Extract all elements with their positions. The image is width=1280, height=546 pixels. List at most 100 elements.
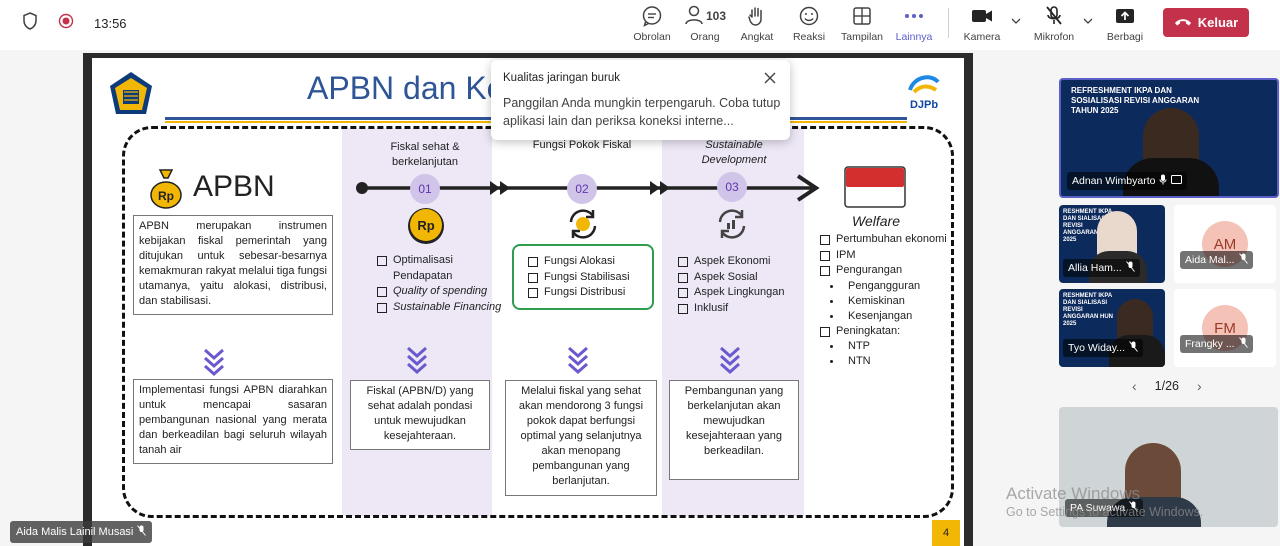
slide-page-number: 4 (932, 520, 960, 546)
screen-share-icon (1171, 175, 1183, 187)
participant-tile[interactable]: AM Aida Mal... (1174, 205, 1276, 283)
share-button[interactable]: Berbagi (1095, 4, 1155, 43)
toolbar-left: 13:56 (22, 12, 127, 35)
grid-icon (832, 4, 892, 28)
participant-tile[interactable]: RESHMENT IKPA DAN SIALISASI REVISI ANGGA… (1059, 289, 1165, 367)
col3-heading: Sustainable Development (701, 139, 767, 166)
indonesia-flag-icon (844, 166, 906, 208)
people-count: 103 (705, 9, 727, 23)
list-item: Kemiskinan (818, 294, 958, 309)
view-button[interactable]: Tampilan (832, 4, 892, 43)
rp-coin-icon: Rp (406, 206, 446, 251)
network-quality-notification: Kualitas jaringan buruk Panggilan Anda m… (491, 60, 790, 140)
mic-button[interactable]: Mikrofon (1024, 4, 1084, 43)
svg-text:Rp: Rp (417, 218, 434, 233)
welfare-heading: Welfare (852, 213, 900, 229)
recording-icon (58, 13, 74, 34)
list-item: Optimalisasi Pendapatan (375, 253, 505, 284)
col3-number: 03 (717, 172, 747, 202)
chat-button[interactable]: Obrolan (622, 4, 682, 43)
mic-off-icon (1238, 337, 1248, 351)
djpb-logo: DJPb (904, 72, 944, 111)
close-icon[interactable] (762, 70, 778, 86)
participant-tile[interactable]: FM Frangky ... (1174, 289, 1276, 367)
apbn-implementation-box: Implementasi fungsi APBN diarahkan untuk… (133, 379, 333, 464)
col1-summary-box: Fiskal (APBN/D) yang sehat adalah pondas… (350, 380, 490, 450)
cycle-coin-icon (565, 206, 601, 247)
list-item: Aspek Ekonomi (676, 254, 806, 270)
chevron-right-icon[interactable]: › (1197, 378, 1202, 394)
emoji-icon (779, 4, 839, 28)
chat-icon (622, 4, 682, 28)
list-item: Peningkatan: (818, 324, 958, 340)
phone-hangup-icon (1174, 15, 1192, 30)
featured-participant-tile[interactable]: REFRESHMENT IKPA DAN SOSIALISASI REVISI … (1059, 78, 1279, 198)
col1-list: Optimalisasi Pendapatan Quality of spend… (375, 253, 505, 315)
apbn-heading: APBN (193, 170, 275, 203)
meeting-toolbar: 13:56 Obrolan 103 Orang Angkat Reaksi (0, 0, 1280, 50)
list-item: Quality of spending (375, 284, 505, 300)
notification-title: Kualitas jaringan buruk (503, 72, 620, 84)
more-button[interactable]: Lainnya (884, 4, 944, 43)
camera-icon (952, 4, 1012, 28)
col2-summary-box: Melalui fiskal yang sehat akan mendorong… (505, 380, 657, 496)
apbn-description-box: APBN merupakan instrumen kebijakan fiska… (133, 215, 333, 315)
col3-list: Aspek Ekonomi Aspek Sosial Aspek Lingkun… (676, 254, 806, 316)
chevron-down-icon (406, 346, 428, 379)
event-banner: REFRESHMENT IKPA DAN SOSIALISASI REVISI … (1071, 86, 1200, 115)
mic-off-icon (1024, 4, 1084, 28)
money-bag-icon: Rp (148, 166, 184, 215)
participant-name: Allia Ham... (1063, 259, 1140, 277)
col3-summary-box: Pembangunan yang berkelanjutan akan mewu… (669, 380, 799, 480)
list-item: Aspek Lingkungan (676, 285, 806, 301)
mic-off-icon (1129, 341, 1138, 355)
col1-heading: Fiskal sehat & berkelanjutan (390, 141, 460, 168)
raise-hand-button[interactable]: Angkat (727, 4, 787, 43)
notification-body: Panggilan Anda mungkin terpengaruh. Coba… (503, 96, 781, 128)
chevron-down-icon (203, 348, 225, 381)
list-item: Aspek Sosial (676, 270, 806, 286)
kemenkeu-logo (106, 70, 156, 123)
people-icon (684, 4, 704, 29)
people-button[interactable]: 103 Orang (674, 4, 736, 43)
list-item: Fungsi Alokasi (526, 254, 652, 270)
participant-tile[interactable]: PA Suwawa (1059, 407, 1278, 527)
participant-name: Frangky ... (1180, 335, 1253, 353)
shield-icon[interactable] (22, 12, 38, 35)
mic-off-icon (137, 525, 147, 539)
list-item: Pertumbuhan ekonomi (818, 232, 958, 248)
leave-button[interactable]: Keluar (1163, 8, 1249, 37)
col2-functions-box: Fungsi Alokasi Fungsi Stabilisasi Fungsi… (512, 244, 654, 310)
col1-number: 01 (410, 174, 440, 204)
meeting-timer: 13:56 (94, 16, 127, 31)
list-item: Sustainable Financing (375, 300, 505, 316)
list-item: Fungsi Distribusi (526, 285, 652, 301)
hand-icon (727, 4, 787, 28)
camera-button[interactable]: Kamera (952, 4, 1012, 43)
participant-pager: ‹ 1/26 › (1132, 378, 1202, 394)
participant-name: Tyo Widay... (1063, 339, 1143, 357)
list-item: Pengangguran (818, 279, 958, 294)
mic-off-icon (1125, 261, 1135, 275)
col2-heading: Fungsi Pokok Fiskal (532, 139, 632, 151)
presentation-slide: APBN dan Ke DJPb Rp APBN APBN merupakan … (92, 58, 964, 546)
chevron-down-icon (567, 346, 589, 379)
list-item: Pengurangan (818, 263, 958, 279)
chevron-left-icon[interactable]: ‹ (1132, 378, 1137, 394)
sustainable-cycle-icon (714, 206, 750, 247)
list-item: Fungsi Stabilisasi (526, 270, 652, 286)
toolbar-divider (948, 8, 949, 38)
mic-off-icon (1238, 253, 1248, 267)
list-item: Kesenjangan (818, 309, 958, 324)
list-item: IPM (818, 248, 958, 264)
mic-options-chevron-icon[interactable] (1083, 16, 1093, 27)
pager-label: 1/26 (1154, 379, 1180, 393)
col2-number: 02 (567, 174, 597, 204)
camera-options-chevron-icon[interactable] (1011, 16, 1021, 27)
react-button[interactable]: Reaksi (779, 4, 839, 43)
activate-windows-watermark: Activate Windows Go to Settings to activ… (1006, 484, 1204, 519)
welfare-list: Pertumbuhan ekonomi IPM Pengurangan Peng… (818, 232, 958, 369)
participant-tile[interactable]: RESHMENT IKPA DAN SIALISASI REVISI ANGGA… (1059, 205, 1165, 283)
svg-text:Rp: Rp (158, 189, 174, 203)
list-item: Inklusif (676, 301, 806, 317)
